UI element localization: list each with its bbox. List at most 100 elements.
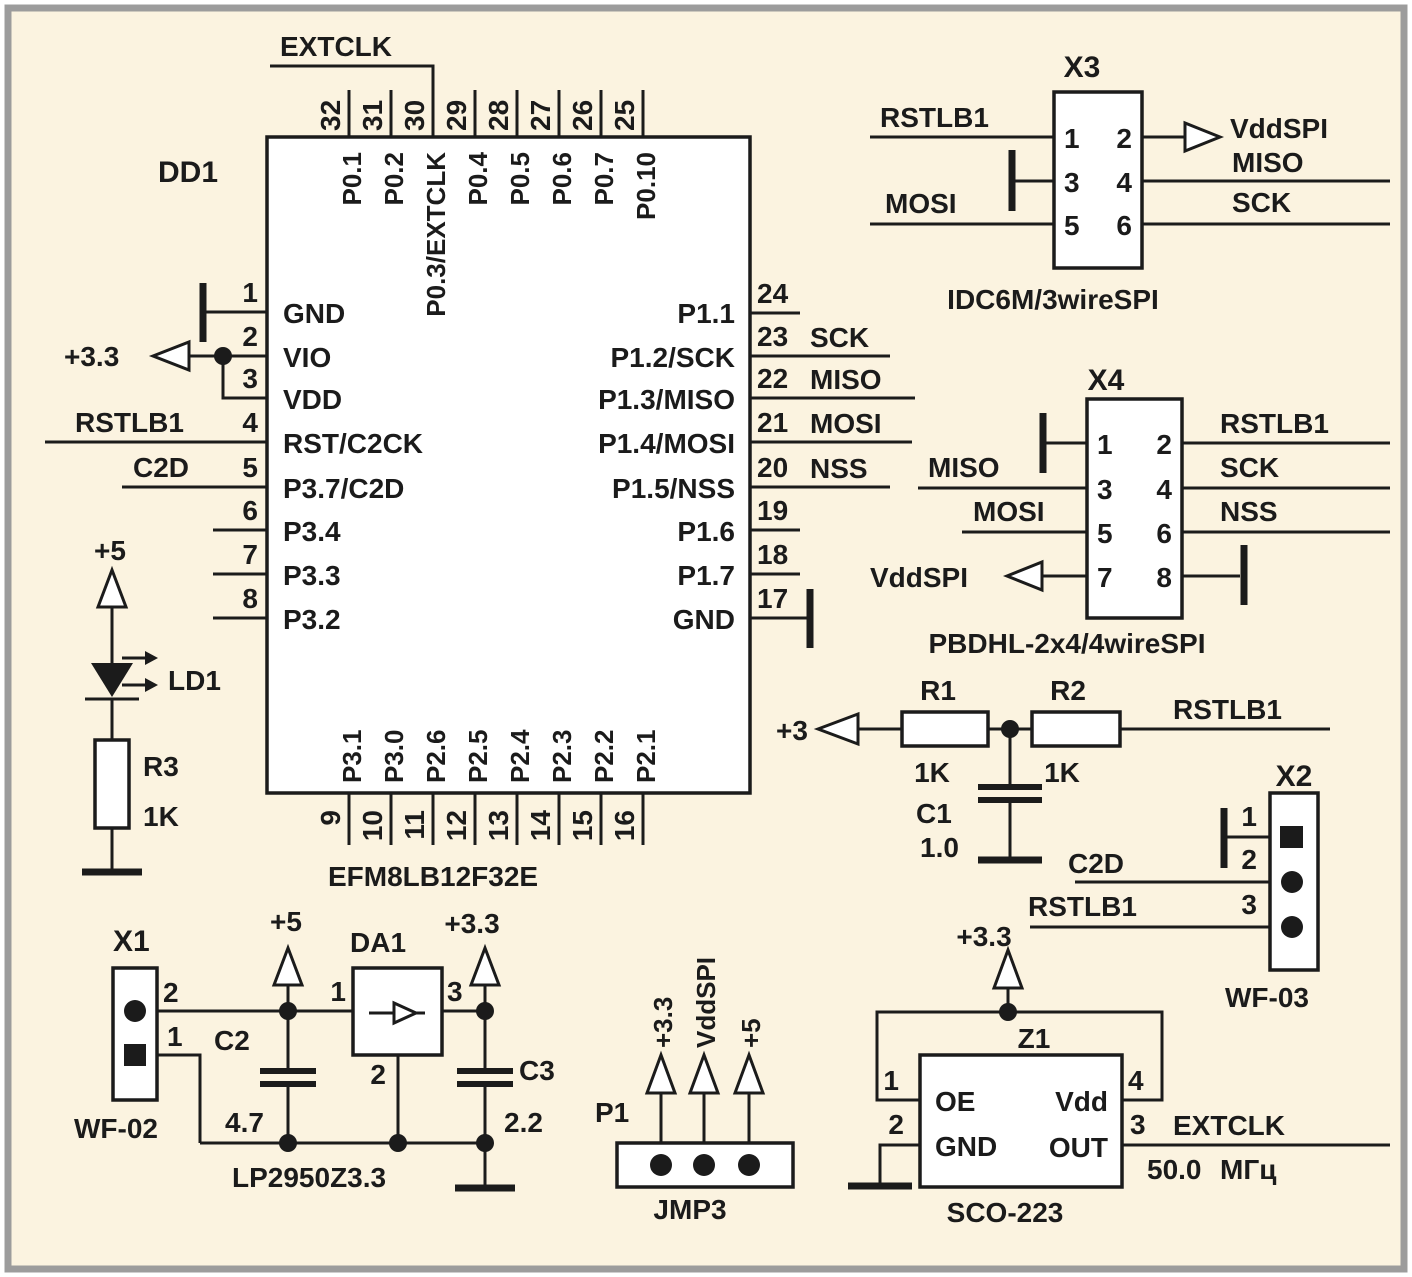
net-label-v5: +5 [94, 535, 126, 566]
pin-pad-round [693, 1154, 715, 1176]
pin-pad-round [1281, 871, 1303, 893]
pin-label: RST/C2CK [283, 428, 423, 459]
pin-label: P2.4 [505, 729, 535, 783]
pin-number: 29 [441, 100, 472, 131]
resistor-body [1030, 710, 1122, 748]
pin-label: P0.2 [379, 152, 409, 206]
pin-label: VIO [283, 342, 331, 373]
led-designator: LD1 [168, 665, 221, 696]
pin-label: P1.6 [677, 516, 735, 547]
resistor-value: 1K [914, 757, 950, 788]
pin-number: 6 [242, 495, 258, 526]
pin-label: P0.3/EXTCLK [421, 152, 451, 317]
pin-number: 2 [1156, 429, 1172, 460]
pin-label: P1.7 [677, 560, 735, 591]
mcu-body [265, 135, 752, 795]
net-label-nss: NSS [810, 453, 868, 484]
power-supply-wires [146, 985, 487, 1185]
pin-number: 28 [483, 100, 514, 131]
pin-number: 6 [1156, 518, 1172, 549]
power-arrow-icon [271, 943, 305, 987]
pin-label: P1.1 [677, 298, 735, 329]
regulator-designator: DA1 [350, 927, 406, 958]
power-arrow-icon [732, 1050, 766, 1095]
pin-pad-square [124, 1044, 146, 1066]
pin-label: OE [935, 1086, 975, 1117]
connector-designator: X4 [1088, 364, 1125, 397]
oscillator-z1: +3.3 Z1 1 2 4 3 OE GND Vdd OUT EXTCLK 50… [848, 921, 1390, 1228]
pin-label: P3.4 [283, 516, 341, 547]
connector-part-number: WF-02 [74, 1113, 158, 1144]
resistor-designator: R1 [920, 675, 956, 706]
pin-number: 2 [370, 1059, 386, 1090]
connector-body [1052, 90, 1144, 270]
pin-number: 1 [1064, 123, 1080, 154]
pin-label: P1.5/NSS [612, 473, 735, 504]
resistor-designator: R3 [143, 751, 179, 782]
pin-number: 5 [242, 452, 258, 483]
pin-label: VDD [283, 384, 342, 415]
net-label-c2d: C2D [133, 452, 189, 483]
oscillator-frequency-unit: МГц [1220, 1154, 1276, 1185]
jumper-part-number: JMP3 [653, 1194, 726, 1225]
pin-pad-square [1280, 826, 1303, 848]
net-label-sck: SCK [1220, 452, 1279, 483]
connector-part-number: WF-03 [1225, 982, 1309, 1013]
pin-label: P2.3 [547, 730, 577, 784]
pin-label: P0.5 [505, 152, 535, 206]
net-label-v33: +3.3 [64, 341, 119, 372]
resistor-designator: R2 [1050, 675, 1086, 706]
connector-x4: X4 1 2 3 4 5 6 7 8 MISO MOSI VddSPI RSTL… [870, 364, 1390, 659]
net-label-miso: MISO [928, 452, 1000, 483]
connector-body [111, 966, 159, 1102]
pin-number: 23 [757, 321, 788, 352]
mcu-top-pin-stubs [347, 90, 645, 137]
led-branch: +5 LD1 R3 1K [82, 535, 221, 876]
capacitor-value: 4.7 [225, 1107, 264, 1138]
connector-part-number: IDC6M/3wireSPI [947, 284, 1159, 315]
pin-number: 21 [757, 407, 788, 438]
pin-number: 14 [525, 810, 556, 842]
connector-x3: X3 1 2 3 4 5 6 RSTLB1 MOSI VddSPI MISO S… [870, 51, 1390, 315]
net-label-c2d: C2D [1068, 848, 1124, 879]
jumper-p1: P1 +3.3 VddSPI +5 JMP3 [595, 957, 795, 1225]
capacitor-designator: C2 [214, 1025, 250, 1056]
pin-number: 10 [357, 810, 388, 841]
junction-dot [999, 1003, 1017, 1021]
net-label-v33: +3.3 [956, 921, 1011, 952]
pin-label: P3.7/C2D [283, 473, 404, 504]
pin-number: 2 [242, 321, 258, 352]
pin-number: 8 [1156, 562, 1172, 593]
pin-label: Vdd [1055, 1086, 1108, 1117]
pin-number: 26 [567, 100, 598, 131]
regulator-arrow-icon [392, 1000, 420, 1026]
pin-number: 3 [1241, 889, 1257, 920]
pin-label: P3.2 [283, 604, 341, 635]
net-label-v33: +3.3 [648, 997, 678, 1048]
capacitor-designator: C1 [916, 798, 952, 829]
pin-number: 22 [757, 363, 788, 394]
pin-pad-round [1281, 916, 1303, 938]
junction-dot [389, 1134, 407, 1152]
connector-part-number: PBDHL-2x4/4wireSPI [929, 628, 1206, 659]
pin-number: 24 [757, 278, 789, 309]
resistor-body [900, 710, 990, 748]
pin-number: 1 [1097, 429, 1113, 460]
pin-label: P0.6 [547, 152, 577, 206]
oscillator-designator: Z1 [1018, 1023, 1051, 1054]
pin-number: 30 [399, 100, 430, 131]
pin-label: OUT [1049, 1132, 1108, 1163]
capacitor-value: 2.2 [504, 1107, 543, 1138]
net-label-miso: MISO [1232, 147, 1304, 178]
pin-number: 17 [757, 583, 788, 614]
net-label-mosi: MOSI [973, 496, 1045, 527]
led-triangle-icon [91, 663, 133, 697]
net-label-rstlb1: RSTLB1 [75, 407, 184, 438]
power-arrow-icon [148, 339, 191, 373]
net-label-rstlb1: RSTLB1 [1173, 694, 1282, 725]
pin-label: P1.2/SCK [611, 342, 736, 373]
power-arrow-icon [468, 943, 502, 987]
pin-label: P1.4/MOSI [598, 428, 735, 459]
